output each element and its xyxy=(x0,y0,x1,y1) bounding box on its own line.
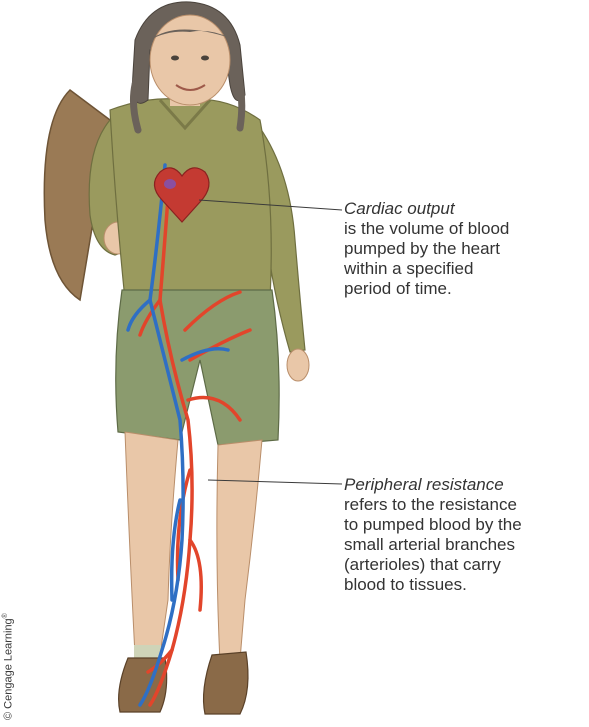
peripheral-resistance-description: refers to the resistance to pumped blood… xyxy=(344,495,584,595)
eye-right xyxy=(201,56,209,61)
copyright-credit: © Cengage Learning® xyxy=(2,613,15,720)
right-shoe xyxy=(204,652,248,714)
cardiac-output-term: Cardiac output xyxy=(344,199,584,219)
right-hand xyxy=(287,349,309,381)
registered-mark: ® xyxy=(2,613,9,618)
peripheral-resistance-term: Peripheral resistance xyxy=(344,475,584,495)
eye-left xyxy=(171,56,179,61)
cardiac-output-callout: Cardiac output is the volume of blood pu… xyxy=(344,199,584,299)
face xyxy=(150,15,230,105)
cardiac-output-description: is the volume of blood pumped by the hea… xyxy=(344,219,584,299)
credit-text: © Cengage Learning xyxy=(3,618,15,720)
right-leg xyxy=(217,440,262,662)
shorts xyxy=(116,290,279,445)
peripheral-resistance-callout: Peripheral resistance refers to the resi… xyxy=(344,475,584,595)
